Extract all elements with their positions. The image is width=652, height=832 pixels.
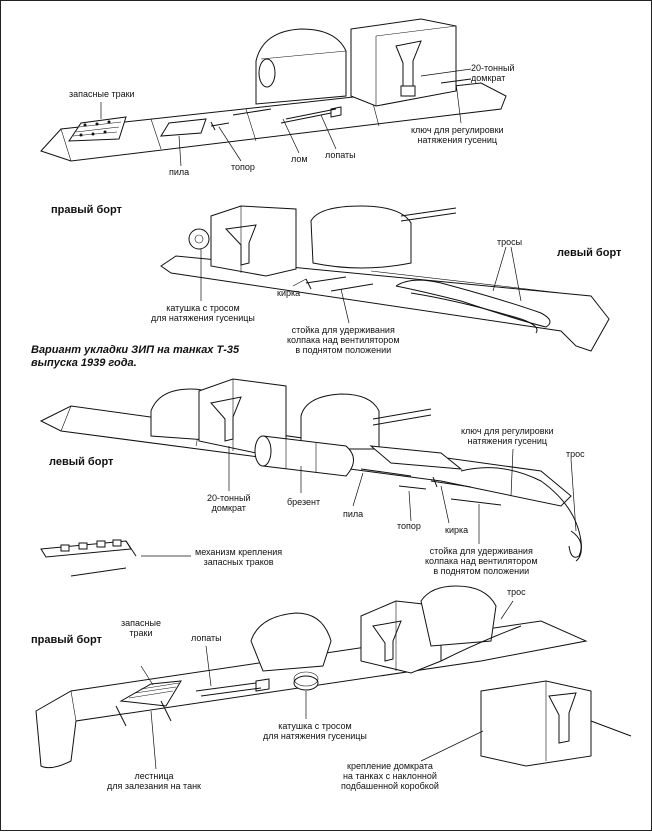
panel4-label-shovels: лопаты [191, 633, 222, 643]
panel4-label-ladder: лестница для залезания на танк [107, 771, 201, 791]
panel3-label-pickaxe: кирка [445, 525, 469, 535]
panel1-axe [210, 121, 230, 131]
panel2-side-label: левый борт [557, 247, 622, 259]
panel3-label-saw: пила [343, 509, 364, 519]
panel2-turret [310, 205, 412, 269]
panel3-drawing [39, 378, 582, 577]
panel1-label-crowbar: лом [291, 154, 308, 164]
panel1-saw [160, 118, 207, 137]
panel1-jack-box [350, 18, 457, 107]
panel3-main-turret [300, 393, 380, 450]
panel3-tarp [254, 435, 354, 477]
panel4-label-spare-tracks: запасные траки [121, 618, 161, 638]
panel3-label-tarp: брезент [287, 497, 321, 507]
panel4-ladder [115, 680, 182, 727]
panel3-label-stand: стойка для удерживания колпака над венти… [425, 546, 538, 576]
panel2-cables [395, 279, 551, 334]
panel4-small-turret [250, 612, 332, 672]
panel1-label-jack: 20-тонный домкрат [471, 63, 515, 83]
panel2-jack-box [210, 205, 297, 277]
panel2-fender [160, 255, 610, 352]
panel1-key [440, 78, 472, 84]
panel3-side-label: левый борт [49, 456, 114, 468]
panel4-label-cable: трос [507, 587, 526, 597]
panel1-label-saw: пила [169, 167, 190, 177]
panel3-saw [360, 468, 412, 477]
panel3-label-cable: трос [566, 449, 585, 459]
panel3-label-jack: 20-тонный домкрат [207, 493, 251, 513]
panel1-label-shovels: лопаты [325, 150, 356, 160]
panel4-label-reel: катушка с тросом для натяжения гусеницы [263, 721, 367, 741]
panel3-label-track-key: ключ для регулировки натяжения гусениц [461, 426, 554, 446]
panel2-label-stand: стойка для удерживания колпака над венти… [287, 325, 400, 355]
panel2-stand [330, 283, 374, 292]
panel2-label-reel: катушка с тросом для натяжения гусеницы [151, 303, 255, 323]
panel4-side-label: правый борт [31, 634, 102, 646]
panel4-drawing [35, 585, 632, 770]
panel4-main-turret [420, 585, 497, 647]
panel4-cable [440, 625, 522, 662]
panel2-drawing [160, 205, 610, 352]
panel1-crowbar [232, 108, 272, 116]
panel1-label-axe: топор [231, 162, 255, 172]
panel1-shovels [280, 106, 342, 124]
panel3-tool-box [369, 445, 463, 470]
panel1-side-label: правый борт [51, 204, 122, 216]
caption-line1: Вариант укладки ЗИП на танках Т-35 [31, 344, 240, 356]
panel3-pickaxe [430, 476, 472, 488]
panel2-label-pickaxe: кирка [277, 288, 301, 298]
panel3-track-mount [40, 539, 137, 577]
panel3-label-axe: топор [397, 521, 421, 531]
panel1-label-spare-tracks: запасные траки [69, 89, 135, 99]
panel3-axe [398, 485, 427, 490]
caption-line2: выпуска 1939 года. [31, 357, 137, 369]
panel4-shovels [195, 678, 270, 697]
panel1-spare-tracks [68, 116, 127, 142]
panel4-jack-mount-inset [480, 680, 632, 767]
panel3-cable [460, 467, 582, 562]
panel2-reel [188, 228, 210, 250]
panel4-reel [293, 671, 319, 691]
panel2-label-cables: тросы [497, 237, 523, 247]
panel3-label-mount: механизм крепления запасных траков [195, 547, 283, 567]
panel3-stand [450, 498, 502, 506]
panel1-drawing [40, 18, 507, 167]
panel4-label-jack-mount: крепление домкрата на танках с наклонной… [341, 761, 439, 791]
panel2-pickaxe [305, 276, 347, 290]
panel1-label-track-key: ключ для регулировки натяжения гусениц [411, 125, 504, 145]
